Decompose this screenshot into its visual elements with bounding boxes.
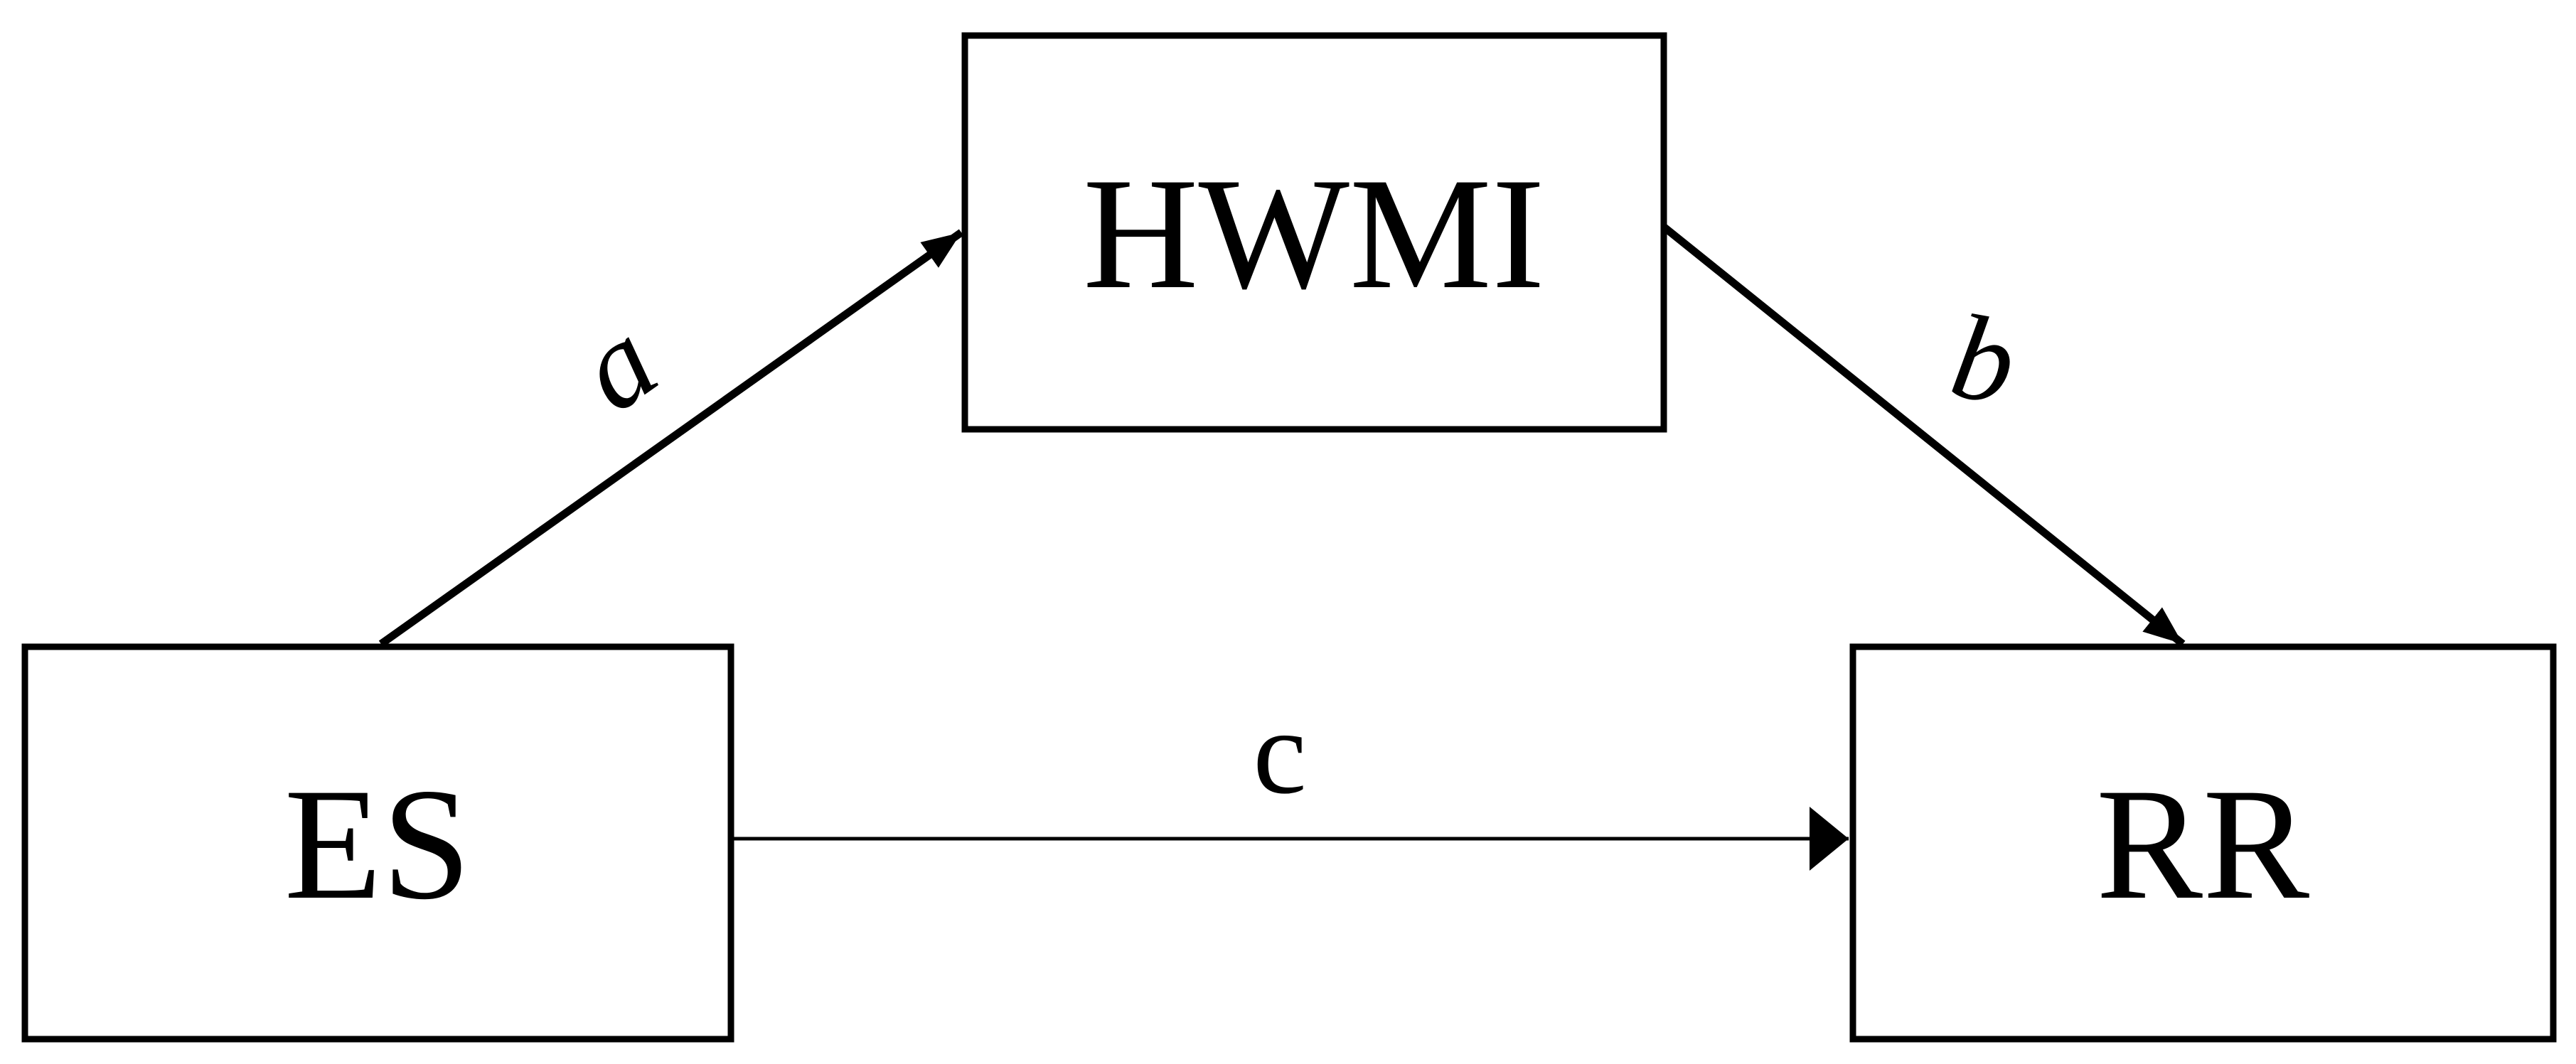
node-hwmi-label: HWMI: [1083, 144, 1545, 322]
edge-a-arrow: [378, 229, 964, 647]
node-rr-box: [1849, 643, 2557, 1043]
node-rr-label: RR: [2096, 755, 2309, 933]
node-hwmi-box: [961, 32, 1667, 433]
edge-b-label: b: [1942, 289, 2025, 431]
node-es-label: ES: [284, 755, 471, 933]
node-es-box: [21, 643, 734, 1043]
edge-b-arrow: [1662, 224, 2186, 647]
edge-c-label: c: [1253, 685, 1306, 819]
edge-a-label: a: [554, 293, 680, 437]
